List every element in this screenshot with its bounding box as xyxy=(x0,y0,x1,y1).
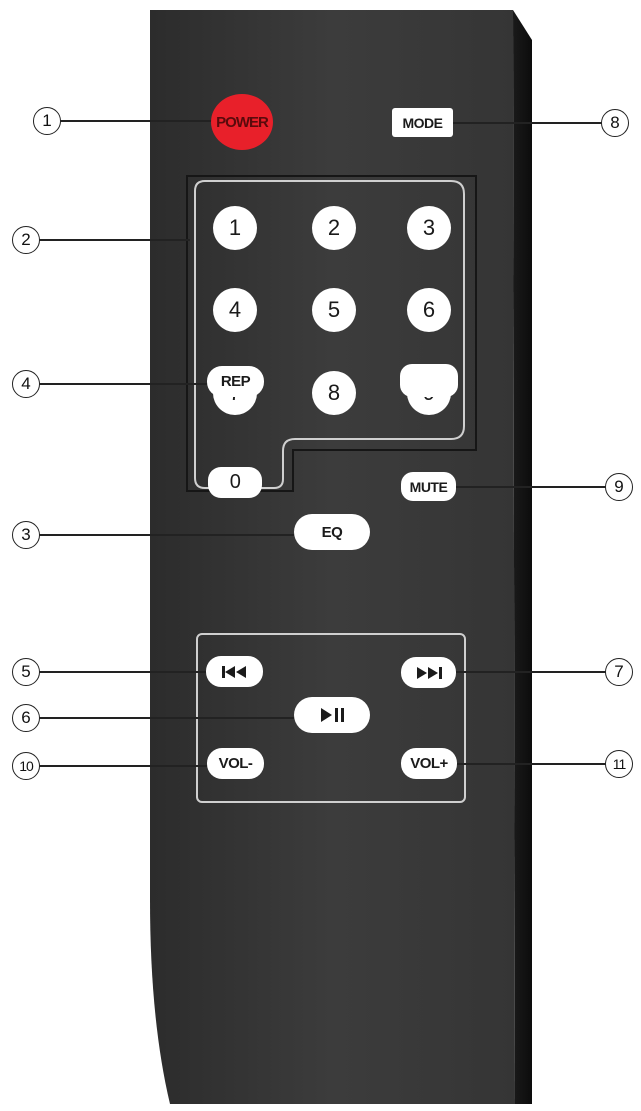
callout-7: 7 xyxy=(605,658,633,686)
blank-button[interactable] xyxy=(400,364,458,397)
remote-front-face xyxy=(150,10,515,1104)
previous-track-button[interactable] xyxy=(206,656,263,687)
digit-4-button[interactable]: 4 xyxy=(213,288,257,332)
digit-5-button[interactable]: 5 xyxy=(312,288,356,332)
next-track-button[interactable] xyxy=(401,657,456,688)
volume-down-button[interactable]: VOL- xyxy=(207,748,264,779)
digit-1-button[interactable]: 1 xyxy=(213,206,257,250)
numpad-outline xyxy=(194,180,465,489)
remote-side-face xyxy=(513,10,532,1104)
callout-3: 3 xyxy=(12,521,40,549)
previous-track-icon xyxy=(221,665,246,678)
digit-8-button[interactable]: 8 xyxy=(312,371,356,415)
callout-11: 11 xyxy=(605,750,633,778)
rep-button[interactable]: REP xyxy=(207,366,264,397)
mute-button[interactable]: MUTE xyxy=(401,472,456,501)
digit-6-button[interactable]: 6 xyxy=(407,288,451,332)
callout-5: 5 xyxy=(12,658,40,686)
digit-0-button[interactable]: 0 xyxy=(208,467,262,498)
next-track-icon xyxy=(416,666,442,679)
callout-2: 2 xyxy=(12,226,40,254)
callout-6: 6 xyxy=(12,704,40,732)
volume-up-button[interactable]: VOL+ xyxy=(401,748,457,779)
mode-button[interactable]: MODE xyxy=(392,108,453,137)
digit-2-button[interactable]: 2 xyxy=(312,206,356,250)
numpad-border-dark xyxy=(186,175,477,492)
power-button[interactable]: POWER xyxy=(211,94,273,150)
callout-4: 4 xyxy=(12,370,40,398)
callout-1: 1 xyxy=(33,107,61,135)
callout-8: 8 xyxy=(601,109,629,137)
callout-10: 10 xyxy=(12,752,40,780)
digit-3-button[interactable]: 3 xyxy=(407,206,451,250)
play-pause-icon xyxy=(321,708,344,722)
eq-button[interactable]: EQ xyxy=(294,514,370,550)
callout-9: 9 xyxy=(605,473,633,501)
play-pause-button[interactable] xyxy=(294,697,370,733)
